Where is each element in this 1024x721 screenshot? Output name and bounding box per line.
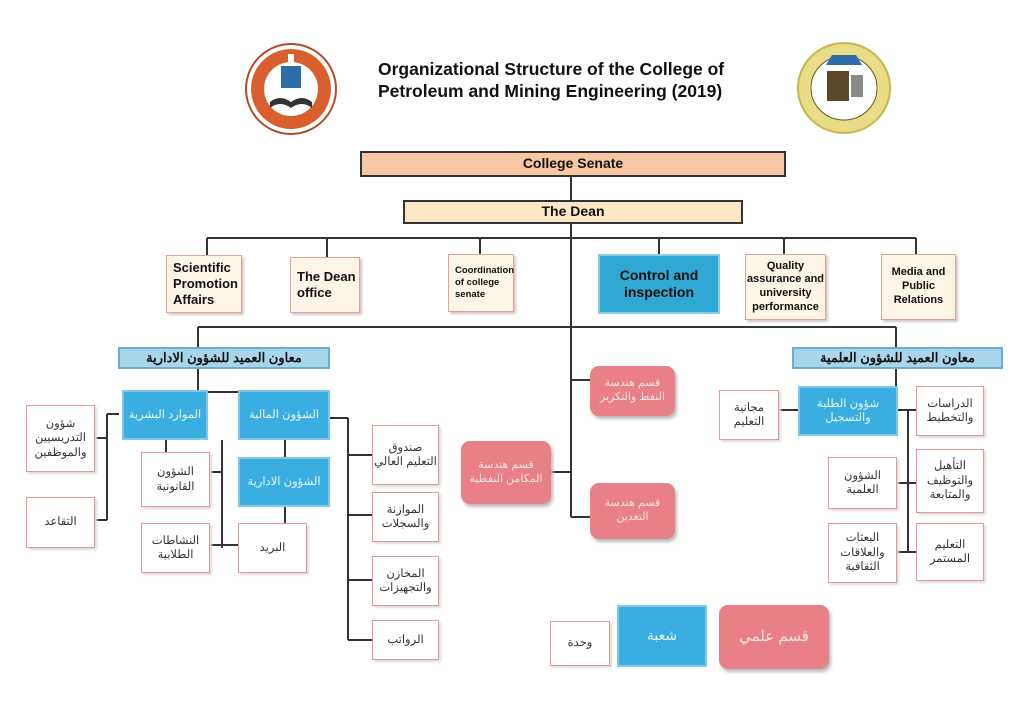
finance-box: الشؤون المالية: [238, 390, 330, 440]
stores-equipment-box: المخازن والتجهيزات: [372, 556, 439, 606]
postgrad-planning-box: الدراسات والتخطيط: [916, 386, 984, 436]
title-line-1: Organizational Structure of the College …: [378, 59, 725, 79]
qualification-box: التأهيل والتوظيف والمتابعة: [916, 449, 984, 513]
budget-records-box: الموازنة والسجلات: [372, 492, 439, 542]
admin-assistant-box: معاون العميد للشؤون الادارية: [118, 347, 330, 369]
retirement-box: التقاعد: [26, 497, 95, 548]
continuing-education-box: التعليم المستمر: [916, 523, 984, 581]
missions-relations-box: البعثات والعلاقات الثقافية: [828, 523, 897, 583]
reservoirs-dept: قسم هندسة المكامن النفطية: [461, 441, 551, 504]
media-relations-box: Media and Public Relations: [881, 254, 956, 320]
staff-affairs-box: شؤون التدريسيين والموظفين: [26, 405, 95, 472]
legend-division: شعبة: [617, 605, 707, 667]
mail-box: البريد: [238, 523, 307, 573]
legend-unit: وحدة: [550, 621, 610, 666]
admin-affairs-box: الشؤون الادارية: [238, 457, 330, 507]
university-seal-icon: [245, 43, 337, 135]
science-assistant-box: معاون العميد للشؤون العلمية: [792, 347, 1003, 369]
free-education-box: مجانية التعليم: [719, 390, 779, 440]
college-logo: [796, 41, 892, 135]
student-affairs-box: شؤون الطلبة والتسجيل: [798, 386, 898, 436]
hr-box: الموارد البشرية: [122, 390, 208, 440]
student-activities-box: النشاطات الطلابية: [141, 523, 210, 573]
dean-box: The Dean: [403, 200, 743, 224]
coordination-box: Coordination of college senate: [448, 254, 514, 312]
dean-office-box: The Dean office: [290, 257, 360, 313]
petroleum-refining-dept: قسم هندسة النفط والتكرير: [590, 366, 675, 416]
college-senate-box: College Senate: [360, 151, 786, 177]
mining-dept: قسم هندسة التعدين: [590, 483, 675, 539]
college-seal-icon: [797, 42, 891, 134]
scientific-promotion-box: Scientific Promotion Affairs: [166, 255, 242, 313]
salaries-box: الرواتب: [372, 620, 439, 660]
quality-assurance-box: Quality assurance and university perform…: [745, 254, 826, 320]
legend-department: قسم علمي: [719, 605, 829, 669]
higher-ed-fund-box: صندوق التعليم العالي: [372, 425, 439, 485]
title-line-2: Petroleum and Mining Engineering (2019): [378, 81, 723, 101]
university-logo: [244, 42, 338, 136]
diagram-title: Organizational Structure of the College …: [378, 58, 798, 102]
control-inspection-box: Control and inspection: [598, 254, 720, 314]
scientific-affairs-box: الشؤون العلمية: [828, 457, 897, 509]
legal-affairs-box: الشؤون القانونية: [141, 452, 210, 507]
